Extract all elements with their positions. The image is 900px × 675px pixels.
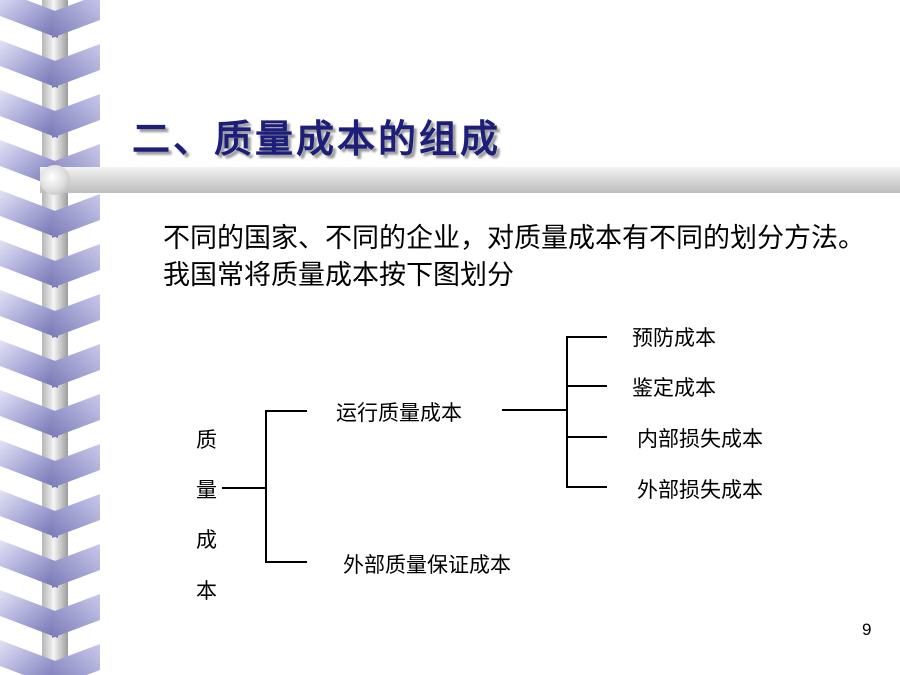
node-appraisal-cost: 鉴定成本 (632, 376, 716, 400)
node-internal-failure-cost: 内部损失成本 (637, 427, 763, 451)
ribbon-segment-right (52, 644, 100, 675)
root-connector (222, 487, 266, 489)
node-operating-quality-cost: 运行质量成本 (336, 401, 462, 425)
level2-branch-prevention (566, 336, 607, 338)
ribbon-segment-left (0, 640, 58, 675)
ribbon-segment-left (0, 540, 58, 588)
ribbon-segment-right (52, 344, 100, 388)
intro-paragraph: 不同的国家、不同的企业，对质量成本有不同的划分方法。我国常将质量成本按下图划分 (163, 223, 865, 291)
ribbon-segment-left (0, 390, 58, 438)
title-bar-knob (40, 165, 70, 195)
node-external-assurance-cost: 外部质量保证成本 (343, 553, 511, 577)
ribbon-segment-left (0, 240, 58, 288)
root-char-1: 质 (196, 428, 217, 452)
ribbon-segment-right (52, 244, 100, 288)
ribbon-segment-right (52, 294, 100, 338)
root-char-4: 本 (196, 579, 217, 603)
ribbon-segment-left (0, 340, 58, 388)
ribbon-segment-right (52, 494, 100, 538)
ribbon-segment-right (52, 0, 100, 38)
ribbon-segment-right (52, 594, 100, 638)
ribbon-segment-right (52, 394, 100, 438)
decorative-ribbon-band (0, 0, 100, 675)
node-external-failure-cost: 外部损失成本 (637, 478, 763, 502)
level2-branch-internal-failure (566, 436, 607, 438)
slide-title: 二、质量成本的组成 (132, 117, 502, 161)
ribbon-segment-left (0, 190, 58, 238)
node-prevention-cost: 预防成本 (632, 326, 716, 350)
ribbon-segment-left (0, 0, 58, 38)
ribbon-segment-right (52, 544, 100, 588)
ribbon-segment-right (52, 194, 100, 238)
ribbon-segment-right (52, 444, 100, 488)
ribbon-segment-left (0, 90, 58, 138)
ribbon-segment-left (0, 590, 58, 638)
level2-branch-appraisal (566, 385, 607, 387)
ribbon-segment-right (52, 44, 100, 88)
ribbon-segment-left (0, 440, 58, 488)
level1-bracket-bottom (265, 561, 307, 563)
title-underline-bar (40, 167, 900, 193)
level1-bracket-vertical (265, 410, 267, 563)
level2-branch-external-failure (566, 486, 607, 488)
root-char-3: 成 (196, 528, 217, 552)
root-char-2: 量 (196, 478, 217, 502)
level2-bracket-vertical (566, 336, 568, 488)
ribbon-segment-left (0, 40, 58, 88)
ribbon-segment-left (0, 290, 58, 338)
page-number: 9 (862, 620, 872, 639)
operating-connector (502, 409, 568, 411)
ribbon-segment-right (52, 94, 100, 138)
level1-bracket-top (265, 410, 307, 412)
ribbon-segment-left (0, 490, 58, 538)
